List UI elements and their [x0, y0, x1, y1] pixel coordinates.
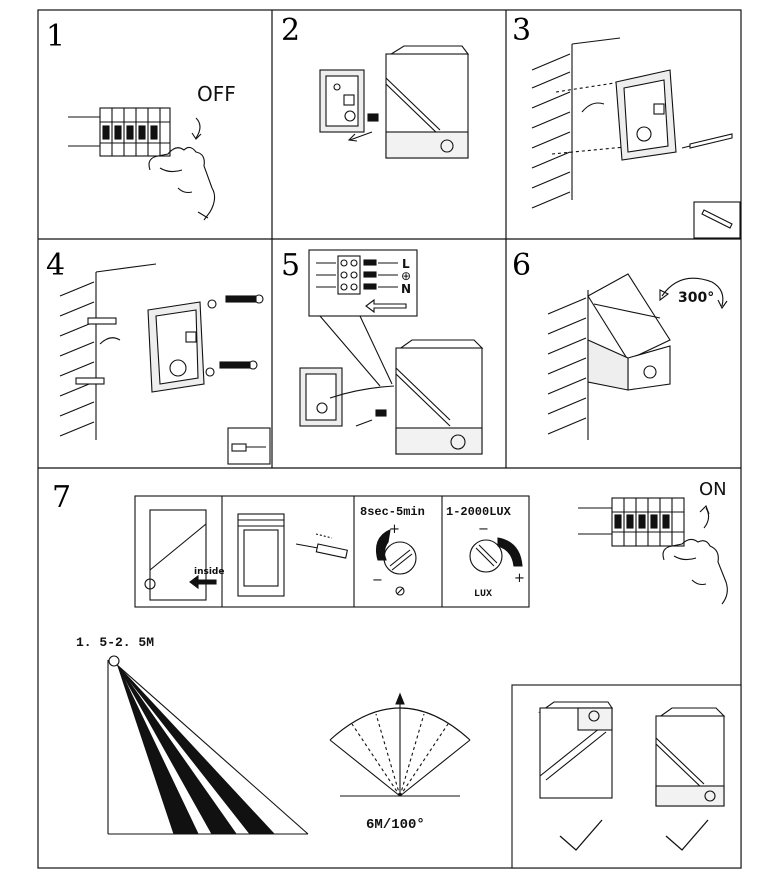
panel-5-wiring: L ⊕ N	[299, 249, 484, 455]
time-dial-icon[interactable]	[383, 541, 417, 575]
rotation-angle: 300°	[678, 290, 714, 306]
terminal-block-callout	[308, 249, 418, 317]
step-number-6: 6	[512, 248, 531, 283]
down-arrow-icon	[195, 117, 201, 139]
lux-range-label: 1-2000LUX	[446, 505, 512, 519]
checkmark-icon	[559, 819, 603, 851]
lamp-orientation-a-icon	[538, 701, 613, 799]
rotated-lamp-icon	[587, 273, 671, 391]
wall-plug-icon	[75, 317, 117, 385]
checkmark-icon	[665, 819, 709, 851]
panel-3-drill-holes	[531, 37, 741, 239]
lux-plus: +	[514, 571, 525, 586]
lamp-housing-icon	[395, 339, 484, 455]
screw-icon	[367, 113, 379, 122]
lamp-side-view-icon	[144, 509, 207, 601]
step-number-2: 2	[281, 13, 300, 48]
panel-6-rotate: 300°	[547, 273, 728, 440]
panel-4-mount-base	[59, 263, 271, 465]
step-number-1: 1	[46, 19, 65, 54]
time-plus: +	[389, 522, 400, 537]
drill-bit-small-icon	[701, 209, 733, 229]
step-number-3: 3	[512, 13, 531, 48]
detection-range-diagram	[329, 692, 471, 797]
lux-dial-icon[interactable]	[469, 539, 503, 573]
mounting-base-icon	[615, 69, 677, 161]
switch-state-off: OFF	[197, 82, 236, 106]
detection-range-label: 6M/100°	[366, 817, 425, 833]
terminal-label-neutral: N	[401, 282, 411, 296]
screw-icon	[375, 409, 387, 417]
mounting-base-icon	[319, 69, 365, 133]
mounting-base-icon	[147, 301, 205, 393]
rotation-arrow-icon	[661, 277, 724, 307]
hand-icon	[662, 538, 728, 605]
cable-icon	[99, 337, 121, 345]
time-minus: −	[372, 573, 383, 588]
step-number-5: 5	[281, 248, 300, 283]
lamp-housing-icon	[385, 45, 470, 159]
mounting-height-label: 1. 5-2. 5M	[76, 635, 154, 650]
time-adjust-arc-icon	[375, 529, 391, 561]
mounting-height-diagram	[107, 655, 309, 835]
screw-icon	[205, 294, 264, 377]
lamp-back-cover-icon	[237, 513, 285, 597]
panel-2-separate-base	[319, 45, 470, 159]
panel-7-settings: inside 8sec-5min + − 1-2000LUX − + LUX	[76, 479, 742, 869]
terminal-label-live: L	[402, 257, 410, 271]
switch-state-on: ON	[699, 479, 727, 500]
breaker-block-icon	[99, 107, 171, 157]
inside-arrow-icon	[189, 574, 217, 590]
lux-adjust-arc-icon	[497, 537, 523, 567]
cable-icon	[581, 102, 605, 113]
wall-hatching	[547, 290, 589, 440]
step-number-4: 4	[46, 248, 65, 283]
screwdriver-icon	[231, 443, 266, 452]
wall-hatching	[59, 263, 157, 440]
terminal-label-earth: ⊕	[401, 269, 411, 283]
screwdriver-icon	[295, 533, 348, 559]
right-arrow-icon	[355, 419, 373, 427]
lamp-orientation-b-icon	[655, 707, 726, 807]
panel-1-switch-off: OFF	[68, 82, 236, 221]
time-range-label: 8sec-5min	[360, 505, 425, 519]
mounting-base-icon	[299, 367, 343, 427]
panel-grid	[37, 9, 742, 869]
lux-minus: −	[478, 522, 489, 537]
lux-unit-label: LUX	[474, 589, 492, 600]
insert-arrow-icon	[365, 298, 407, 314]
terminal-block-icon	[316, 255, 398, 295]
wall-hatching	[531, 37, 621, 209]
sensor-icon	[108, 655, 120, 667]
breaker-block-on-icon	[578, 497, 685, 547]
step-number-7: 7	[52, 480, 71, 515]
cable-icon	[329, 385, 395, 399]
hand-icon	[148, 146, 216, 221]
inside-label: inside	[194, 567, 224, 577]
drill-bit-icon	[681, 133, 733, 149]
left-arrow-icon	[349, 131, 373, 141]
